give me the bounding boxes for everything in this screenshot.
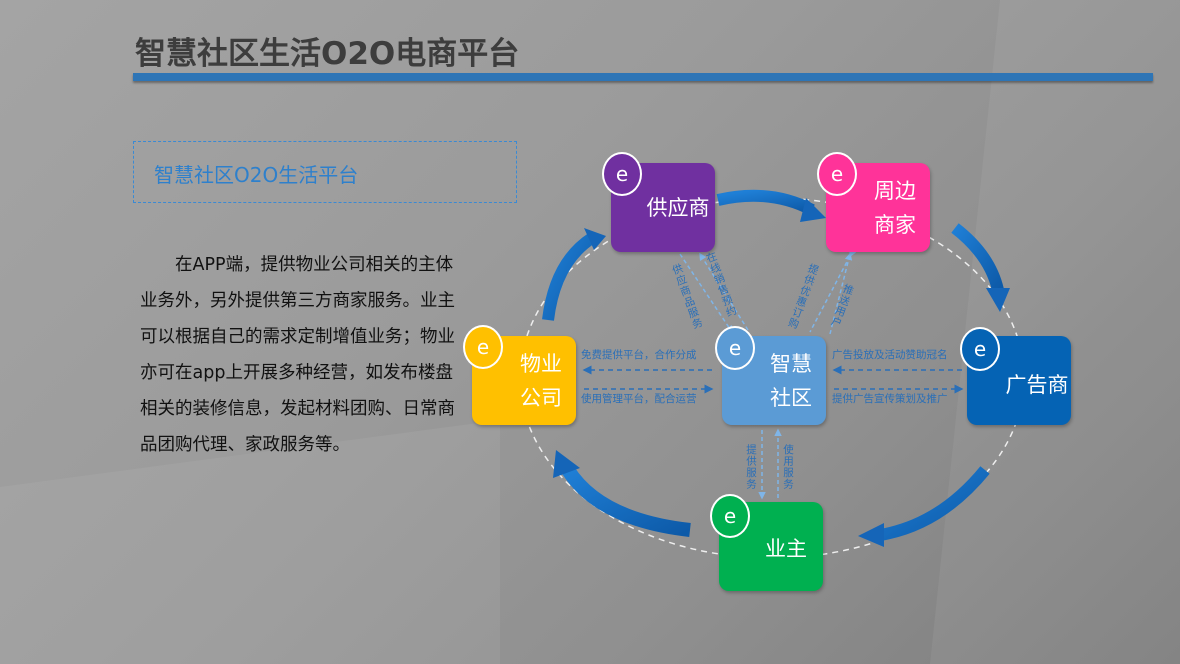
edge-label-provide-service: 提供服务	[745, 444, 757, 490]
cycle-arrow-head	[553, 450, 580, 478]
description-paragraph: 在APP端，提供物业公司相关的主体业务外，另外提供第三方商家服务。业主可以根据自…	[140, 255, 455, 455]
node-label: 物业公司	[520, 351, 562, 410]
cycle-arrow-head	[858, 523, 884, 547]
e-badge-icon: e	[602, 152, 642, 196]
node-label: 智慧社区	[770, 351, 812, 410]
cycle-arrow	[562, 466, 691, 537]
node-label: 业主	[765, 536, 807, 561]
edge-label-use-platform: 使用管理平台，配合运营	[581, 393, 697, 405]
cycle-arrow	[878, 466, 990, 541]
subtitle: 智慧社区O2O生活平台	[154, 163, 359, 187]
connector	[679, 253, 733, 334]
e-badge-icon: e	[463, 325, 503, 369]
subtitle-box: 智慧社区O2O生活平台	[133, 141, 517, 203]
page-title: 智慧社区生活O2O电商平台	[135, 36, 520, 72]
edge-label-free-platform: 免费提供平台，合作分成	[581, 349, 697, 361]
e-badge-icon: e	[715, 326, 755, 370]
edge-label-ad-placement: 广告投放及活动赞助冠名	[832, 349, 948, 361]
cycle-arrow-head	[800, 198, 826, 222]
node-label: 周边商家	[874, 178, 916, 237]
cycle-arrow	[542, 232, 596, 321]
cycle-arrow	[951, 223, 1004, 292]
cycle-arrow	[716, 189, 815, 216]
title-underline	[133, 73, 1153, 81]
e-badge-icon: e	[817, 152, 857, 196]
e-badge-icon: e	[960, 327, 1000, 371]
cycle-arrow-head	[986, 288, 1010, 312]
connector	[809, 248, 857, 333]
node-property-company: 物业公司	[472, 336, 576, 425]
node-label: 广告商	[1005, 372, 1069, 397]
edge-label-ad-promotion: 提供广告宣传策划及推广	[832, 393, 948, 405]
connector	[699, 252, 749, 331]
node-label: 供应商	[646, 195, 710, 220]
cycle-arrow-head	[584, 228, 606, 250]
e-badge-icon: e	[710, 494, 750, 538]
edge-label-use-service: 使用服务	[782, 444, 794, 490]
